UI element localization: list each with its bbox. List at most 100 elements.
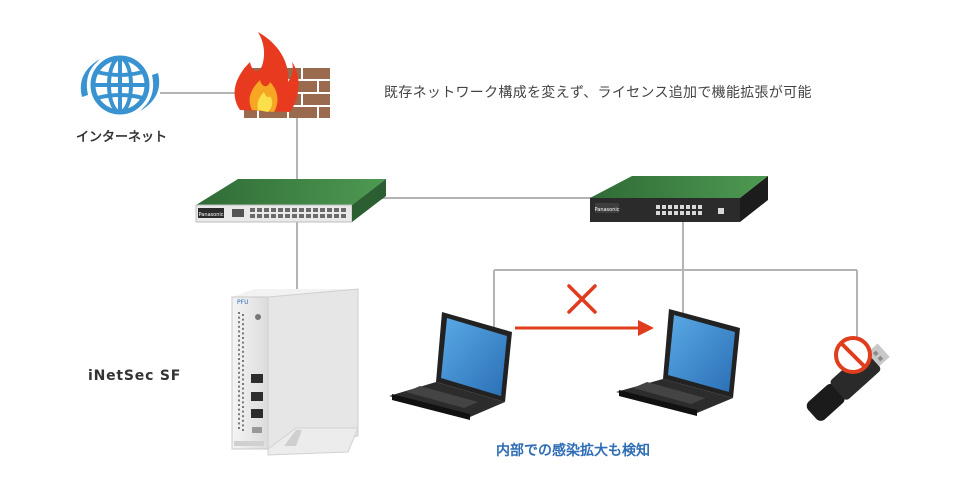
port (292, 214, 297, 218)
appliance-brand-label: PFU (237, 299, 248, 306)
network-switch-left: Panasonic (195, 179, 386, 223)
port (238, 353, 240, 356)
port (242, 429, 244, 431)
port (242, 406, 244, 408)
port (656, 205, 660, 209)
port (285, 214, 290, 218)
port (238, 362, 240, 365)
port (264, 208, 269, 212)
port (320, 208, 325, 212)
port (692, 205, 696, 209)
port (299, 208, 304, 212)
port (698, 211, 702, 215)
port (242, 337, 244, 339)
port (238, 390, 240, 393)
port (674, 205, 678, 209)
port (238, 381, 240, 383)
port (242, 341, 244, 344)
port (257, 214, 262, 218)
network-switch-right: Panasonic (590, 176, 768, 222)
port (242, 323, 244, 326)
switch2-ports (656, 205, 724, 215)
port (686, 211, 690, 215)
switch-brand-label: Panasonic (198, 212, 223, 218)
port (313, 208, 318, 212)
internet-label: インターネット (76, 130, 168, 145)
port (299, 214, 304, 218)
port (320, 214, 325, 218)
port (306, 214, 311, 218)
port (271, 214, 276, 218)
port (238, 325, 240, 328)
switch2-brand-label: Panasonic (594, 207, 619, 213)
port (238, 394, 240, 397)
port (242, 350, 244, 353)
port (242, 314, 244, 316)
switch-ports (250, 208, 346, 218)
prohibited-icon (834, 336, 872, 374)
port (238, 335, 240, 337)
port (242, 327, 244, 330)
globe-icon (80, 55, 160, 115)
product-label: iNetSec SF (88, 368, 182, 384)
port (238, 348, 240, 351)
port (242, 355, 244, 358)
port (238, 417, 240, 420)
port (341, 214, 346, 218)
port (278, 214, 283, 218)
port (238, 316, 240, 319)
port (238, 367, 240, 370)
port (334, 208, 339, 212)
port (674, 211, 678, 215)
port (257, 208, 262, 212)
port (680, 211, 684, 215)
port (334, 214, 339, 218)
port (278, 208, 283, 212)
port (238, 408, 240, 411)
port (242, 332, 244, 335)
port (238, 339, 240, 342)
port (341, 208, 346, 212)
port (306, 208, 311, 212)
laptop-left (389, 312, 512, 420)
cross-mark-icon (567, 284, 597, 314)
port (292, 208, 297, 212)
port (242, 424, 244, 427)
port (238, 358, 240, 360)
laptop-right (616, 309, 740, 416)
port (250, 208, 255, 212)
port (242, 419, 244, 422)
port (250, 214, 255, 218)
port (662, 205, 666, 209)
port (242, 401, 244, 404)
port (662, 211, 666, 215)
tagline-text: 既存ネットワーク構成を変えず、ライセンス追加で機能拡張が可能 (384, 85, 812, 101)
inetsec-appliance: PFU (231, 288, 359, 456)
port (242, 360, 244, 362)
port (698, 205, 702, 209)
port (238, 385, 240, 388)
port (238, 344, 240, 347)
appliance-vents (238, 312, 244, 431)
port (238, 413, 240, 416)
port (238, 399, 240, 402)
port (327, 208, 332, 212)
port (238, 371, 240, 374)
lateral-spread-arrow (515, 320, 654, 336)
port (238, 422, 240, 425)
port (238, 404, 240, 406)
port (327, 214, 332, 218)
port (242, 410, 244, 413)
port (238, 427, 240, 429)
port (238, 330, 240, 333)
port (264, 214, 269, 218)
port (285, 208, 290, 212)
port (313, 214, 318, 218)
port (238, 312, 240, 314)
port (242, 318, 244, 321)
connection-lines (160, 92, 858, 345)
port (242, 364, 244, 367)
port (656, 211, 660, 215)
firewall-icon (234, 32, 330, 118)
